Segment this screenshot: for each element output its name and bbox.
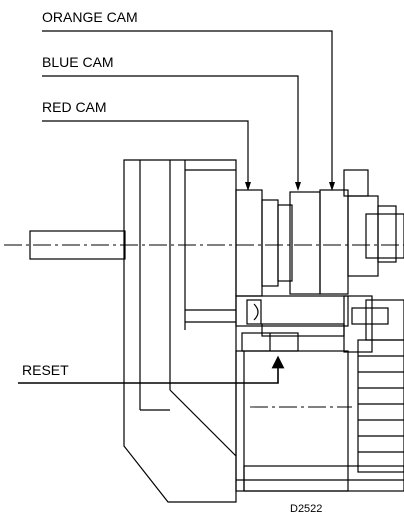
blue-cam-arrow [295, 182, 301, 191]
reset-leader [18, 355, 285, 384]
cam-orange [319, 189, 349, 295]
cam-red [235, 189, 263, 297]
cam-mechanism [29, 159, 404, 503]
orange-cam-label: ORANGE CAM [42, 9, 138, 25]
leader-lines [18, 30, 333, 384]
red-cam-leader [42, 120, 249, 183]
reset-label: RESET [22, 362, 69, 378]
orange-cam-arrow [329, 182, 335, 191]
housing-flange [123, 159, 237, 503]
cam-blue [289, 191, 321, 295]
leader-arrowheads [245, 182, 335, 191]
blue-cam-label: BLUE CAM [42, 54, 114, 70]
switch-stack [357, 339, 404, 473]
lower-body [235, 350, 349, 492]
latch-pawl [246, 299, 262, 325]
red-cam-label: RED CAM [42, 99, 107, 115]
orange-cam-leader [42, 30, 333, 183]
figure-code: D2522 [290, 503, 322, 515]
centerlines [4, 244, 404, 408]
red-cam-arrow [245, 182, 251, 191]
blue-cam-leader [42, 75, 299, 183]
